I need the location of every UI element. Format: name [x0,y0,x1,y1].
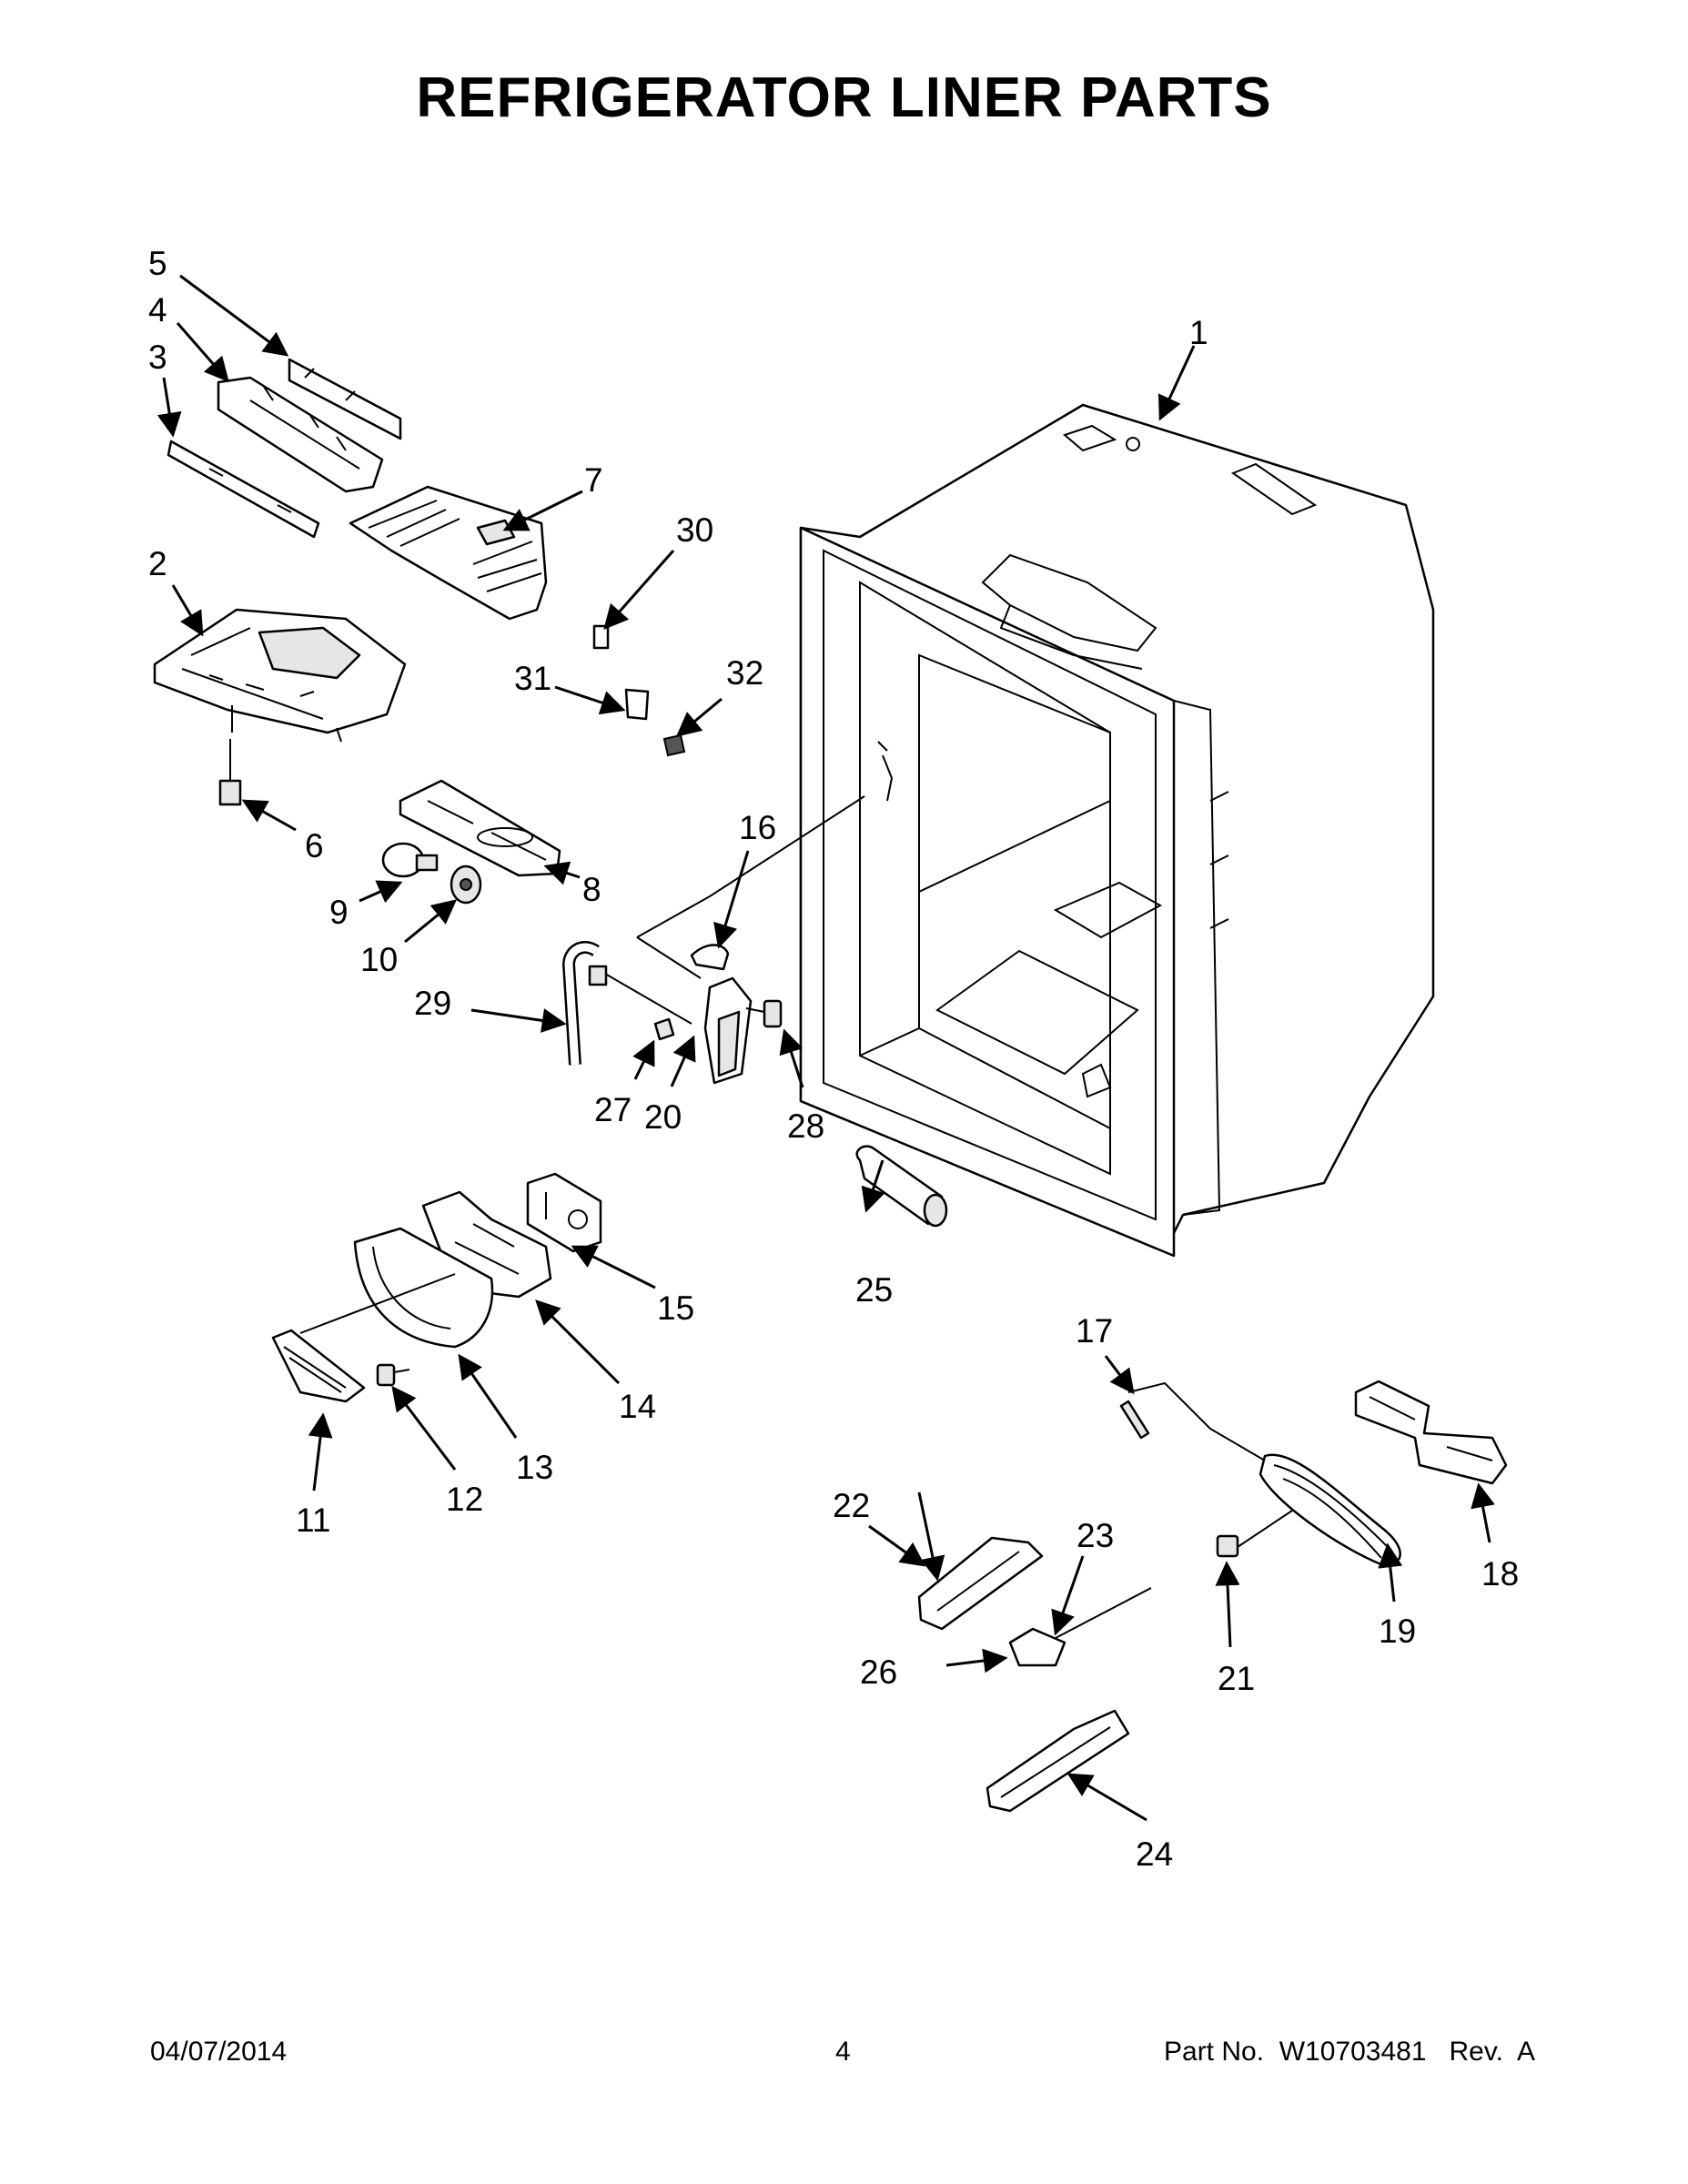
callout-28: 28 [787,1107,824,1145]
callout-8: 8 [582,871,601,908]
part-30-clip [592,624,610,650]
callout-23: 23 [1076,1517,1114,1554]
part-25-filter [855,1145,948,1228]
part-9-bulb [381,842,439,878]
footer-part-number: Part No. W10703481 Rev. A [1164,2037,1535,2067]
part-4-housing [217,376,384,493]
callout-5: 5 [148,245,167,282]
part-21-screw [1216,1534,1239,1558]
callout-19: 19 [1379,1613,1416,1650]
callout-3: 3 [148,339,167,376]
callout-2: 2 [148,545,167,582]
leader-lines [157,274,1495,1822]
footer-page-number: 4 [835,2037,851,2067]
callout-17: 17 [1076,1312,1113,1350]
callout-11: 11 [296,1502,330,1539]
page-title: REFRIGERATOR LINER PARTS [416,66,1272,129]
part-24-channel [986,1709,1130,1813]
part-29-tube [561,941,692,1066]
callout-9: 9 [329,894,349,931]
callout-18: 18 [1481,1555,1519,1592]
part-20-housing [703,976,753,1085]
callout-15: 15 [657,1289,694,1327]
callout-26: 26 [860,1653,897,1691]
part-13-cover [299,1227,494,1349]
callout-labels: 1 2 3 4 5 6 7 8 9 10 11 12 13 14 15 16 1… [148,245,1519,1873]
part-2-control-housing [153,608,407,743]
callout-30: 30 [676,511,713,549]
callout-20: 20 [644,1098,682,1136]
part-18-bracket [1354,1380,1508,1485]
part-27-clip [653,1017,675,1041]
part-1-liner [799,403,1435,1258]
callout-31: 31 [514,660,551,697]
part-5-bracket [288,358,402,440]
callout-21: 21 [1218,1660,1255,1697]
part-15-valve [526,1172,602,1253]
callout-16: 16 [739,809,776,846]
part-6-switch [218,739,242,806]
callout-25: 25 [855,1271,893,1309]
part-31-clip [624,688,650,721]
part-3-strip [167,440,320,539]
part-22-bracket [917,1536,1044,1631]
part-19-heater [1237,1453,1401,1567]
callout-27: 27 [594,1091,632,1128]
callout-12: 12 [446,1481,483,1518]
footer-date: 04/07/2014 [150,2037,288,2067]
callout-24: 24 [1136,1835,1173,1873]
callout-22: 22 [833,1487,870,1524]
part-28-screw [745,999,783,1028]
callout-29: 29 [414,985,451,1022]
callout-14: 14 [619,1388,656,1425]
part-12-screw [376,1363,410,1387]
callout-10: 10 [360,941,398,978]
callout-7: 7 [584,461,603,499]
part-10-socket [450,864,482,905]
part-17-sensor [1119,1381,1266,1461]
callout-32: 32 [726,654,763,692]
callout-6: 6 [305,827,324,864]
callout-1: 1 [1189,314,1208,351]
callout-4: 4 [148,291,167,329]
callout-13: 13 [516,1449,553,1486]
part-7-light-cover [349,485,548,621]
part-32-clip [662,733,686,757]
part-16-cover [636,795,865,979]
part-11-trim [271,1329,366,1403]
part-26-thermistor [1008,1587,1152,1667]
part-8-socket-housing [399,779,561,877]
